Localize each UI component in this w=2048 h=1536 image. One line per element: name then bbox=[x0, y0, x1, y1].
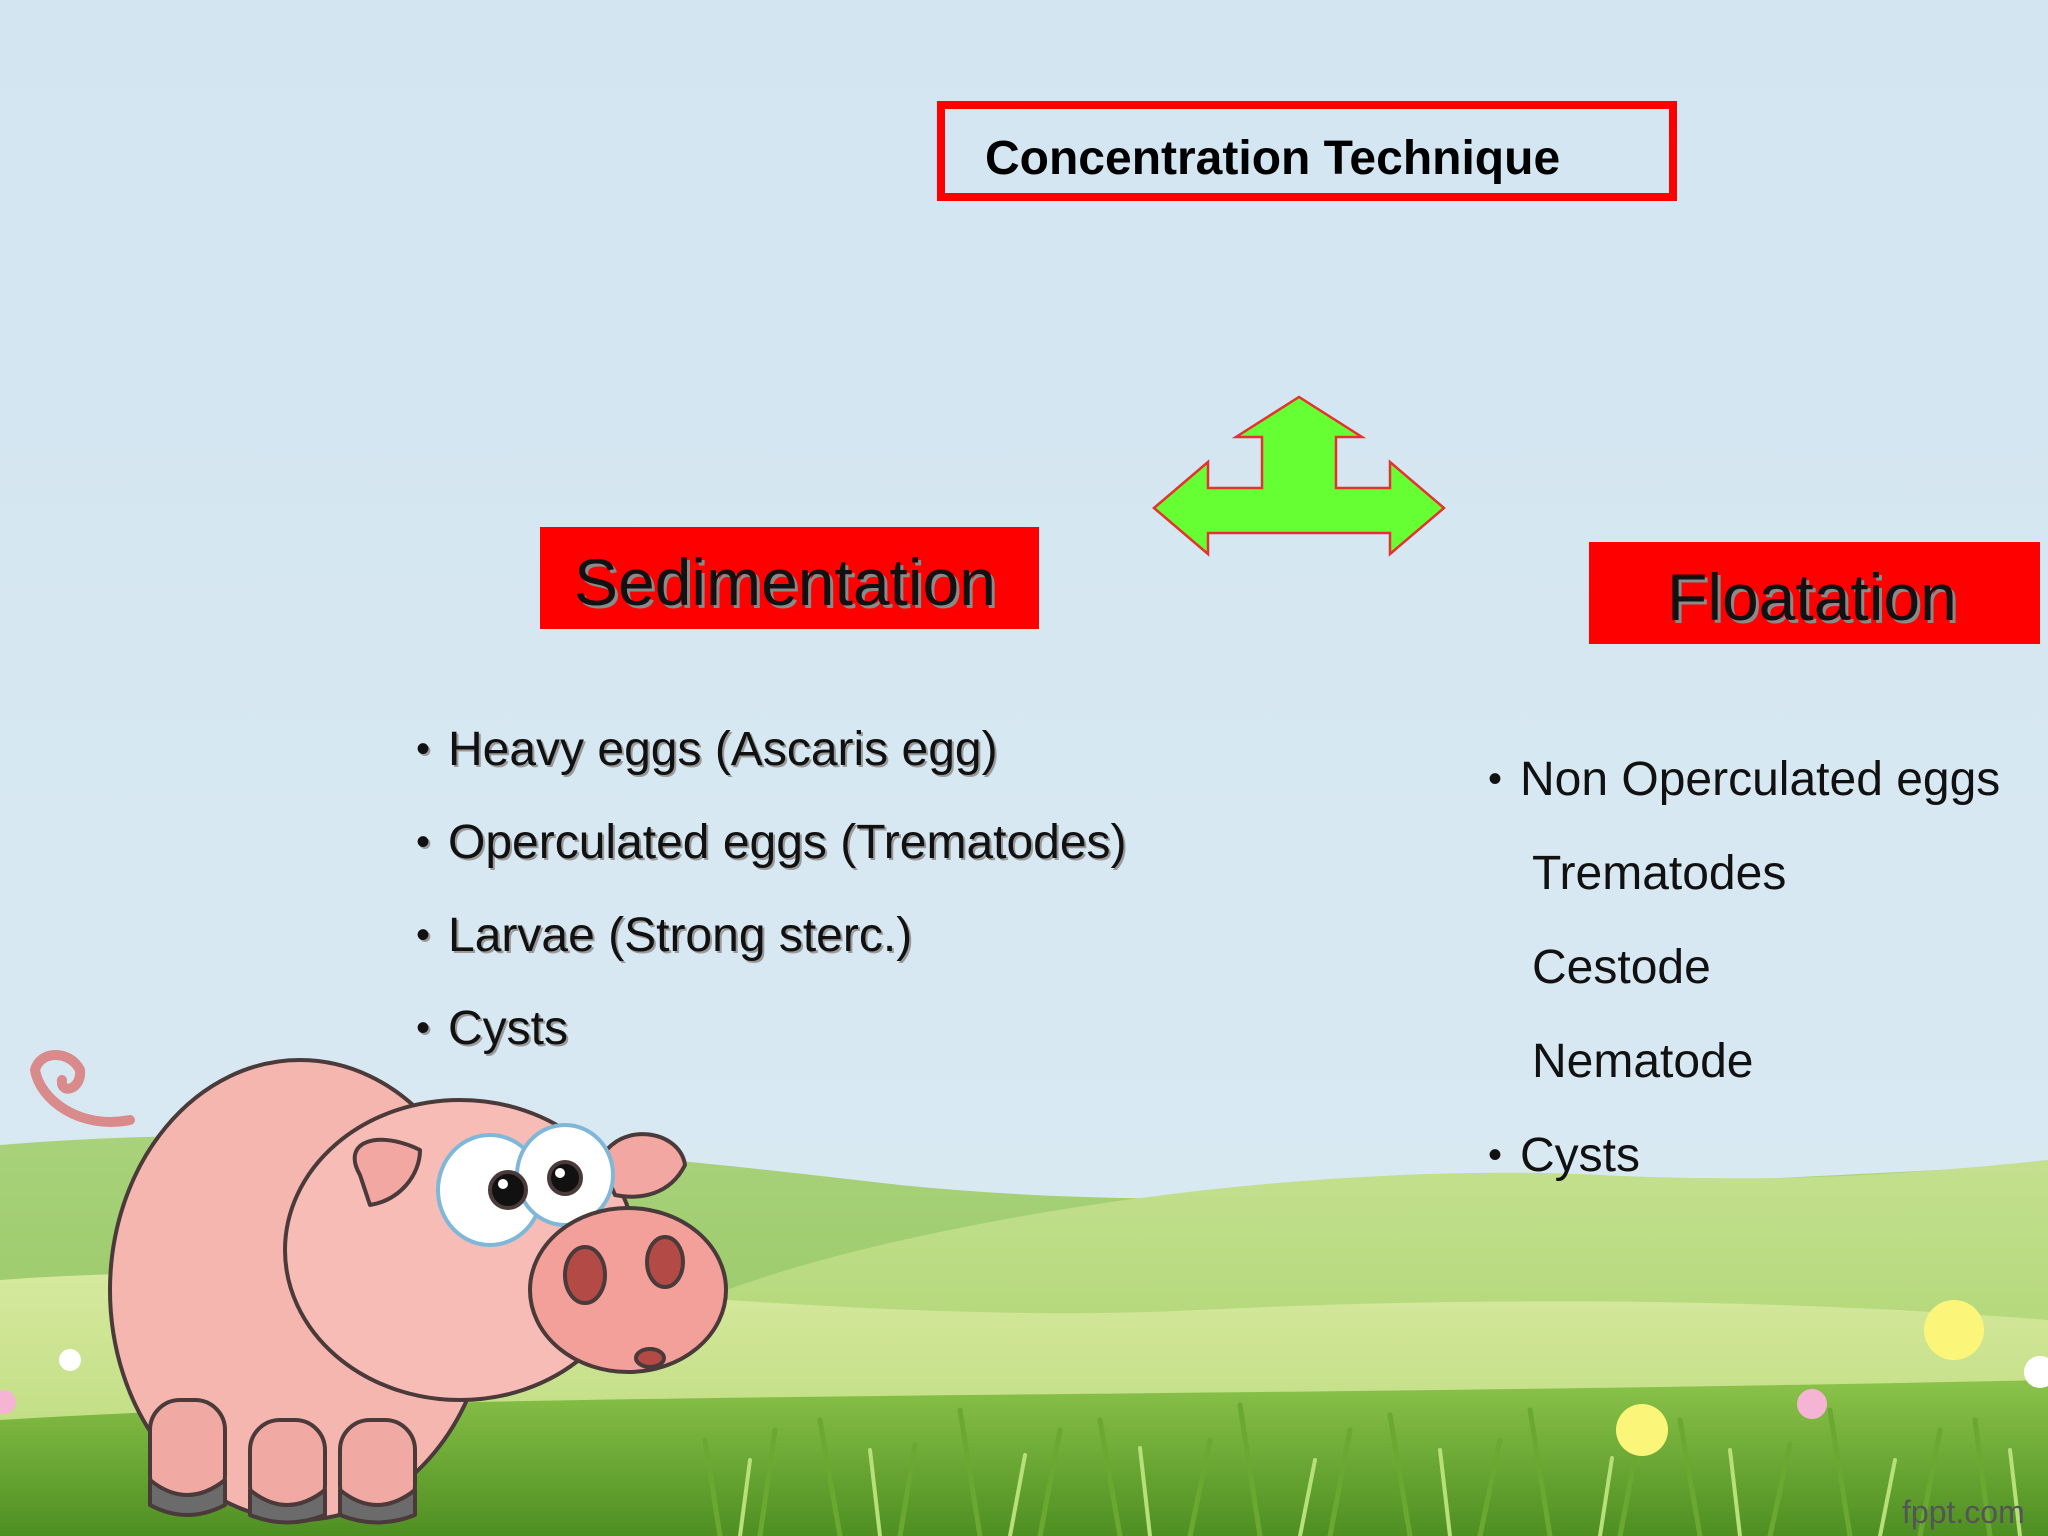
floatation-heading-box: Floatation bbox=[1589, 542, 2040, 644]
list-item: Cysts bbox=[1488, 1132, 2000, 1226]
slide-title: Concentration Technique bbox=[985, 132, 1561, 185]
list-item: Larvae (Strong sterc.) bbox=[416, 912, 1127, 1005]
title-box: Concentration Technique bbox=[937, 101, 1677, 201]
list-item: Operculated eggs (Trematodes) bbox=[416, 819, 1127, 912]
list-item: Non Operculated eggs bbox=[1488, 756, 2000, 850]
pig-illustration bbox=[30, 1050, 728, 1525]
floatation-heading: Floatation bbox=[1667, 560, 1957, 634]
list-item: Cysts bbox=[416, 1005, 1127, 1098]
three-way-arrow-icon bbox=[1152, 395, 1446, 557]
floatation-list: Non Operculated eggs Trematodes Cestode … bbox=[1488, 756, 2000, 1226]
list-sub-item: Nematode bbox=[1532, 1035, 1754, 1088]
sedimentation-heading: Sedimentation bbox=[574, 545, 996, 619]
list-item: Heavy eggs (Ascaris egg) bbox=[416, 726, 1127, 819]
sedimentation-heading-box: Sedimentation bbox=[540, 527, 1039, 629]
list-sub-item: Trematodes bbox=[1532, 847, 1787, 900]
sedimentation-list: Heavy eggs (Ascaris egg) Operculated egg… bbox=[416, 726, 1127, 1098]
brand-watermark: fppt.com bbox=[1902, 1494, 2025, 1530]
list-sub-item: Cestode bbox=[1532, 941, 1711, 994]
